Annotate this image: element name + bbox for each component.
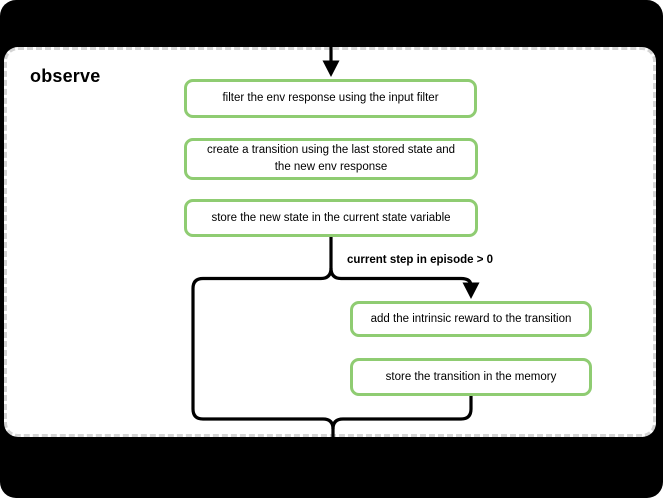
condition-label: current step in episode > 0 [347,254,494,266]
flow-box-add-intrinsic-reward: add the intrinsic reward to the transiti… [350,301,592,337]
panel-title: observe [30,66,101,86]
flow-box-store-transition-memory: store the transition in the memory [350,358,592,396]
flow-box-filter-env-response: filter the env response using the input … [184,79,477,118]
flow-box-create-transition: create a transition using the last store… [184,138,478,180]
flow-box-store-new-state: store the new state in the current state… [184,199,478,237]
